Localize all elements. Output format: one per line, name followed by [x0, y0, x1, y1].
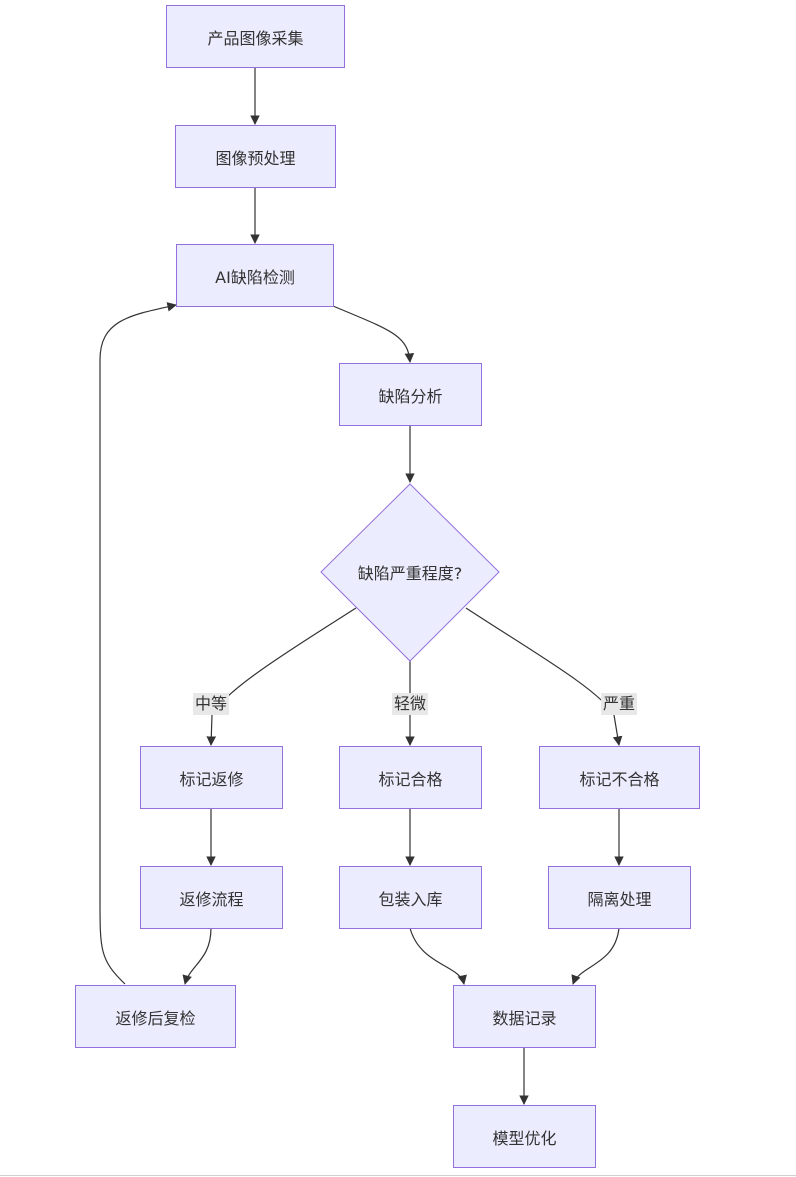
edge-ai-analysis: [332, 305, 415, 363]
node-mark-pass: 标记合格: [339, 746, 482, 809]
node-mark-fail: 标记不合格: [539, 746, 700, 809]
bottom-divider: [0, 1175, 796, 1176]
node-record: 数据记录: [453, 985, 596, 1048]
edge-label-minor: 轻微: [391, 693, 429, 715]
node-isolate: 隔离处理: [548, 866, 691, 929]
node-capture: 产品图像采集: [166, 5, 345, 68]
node-pack: 包装入库: [339, 866, 482, 929]
node-optimize: 模型优化: [453, 1105, 596, 1168]
edge-isolate-record: [571, 927, 620, 985]
node-ai-detect: AI缺陷检测: [176, 244, 334, 307]
severity-diamond: [320, 483, 500, 662]
edge-pack-record: [409, 927, 467, 985]
node-recheck: 返修后复检: [75, 985, 236, 1048]
edge-severity-rework: [206, 607, 357, 746]
node-preprocess: 图像预处理: [175, 125, 336, 188]
node-severity-label: 缺陷严重程度?: [357, 564, 463, 583]
edge-recheck-ai: [99, 302, 177, 985]
edge-label-medium: 中等: [192, 693, 230, 715]
node-mark-rework: 标记返修: [140, 746, 283, 809]
edge-label-severe: 严重: [600, 693, 638, 715]
node-rework-flow: 返修流程: [140, 866, 283, 929]
node-analysis: 缺陷分析: [339, 363, 482, 426]
edge-severity-fail: [465, 607, 623, 746]
edge-flow-recheck: [182, 927, 212, 985]
